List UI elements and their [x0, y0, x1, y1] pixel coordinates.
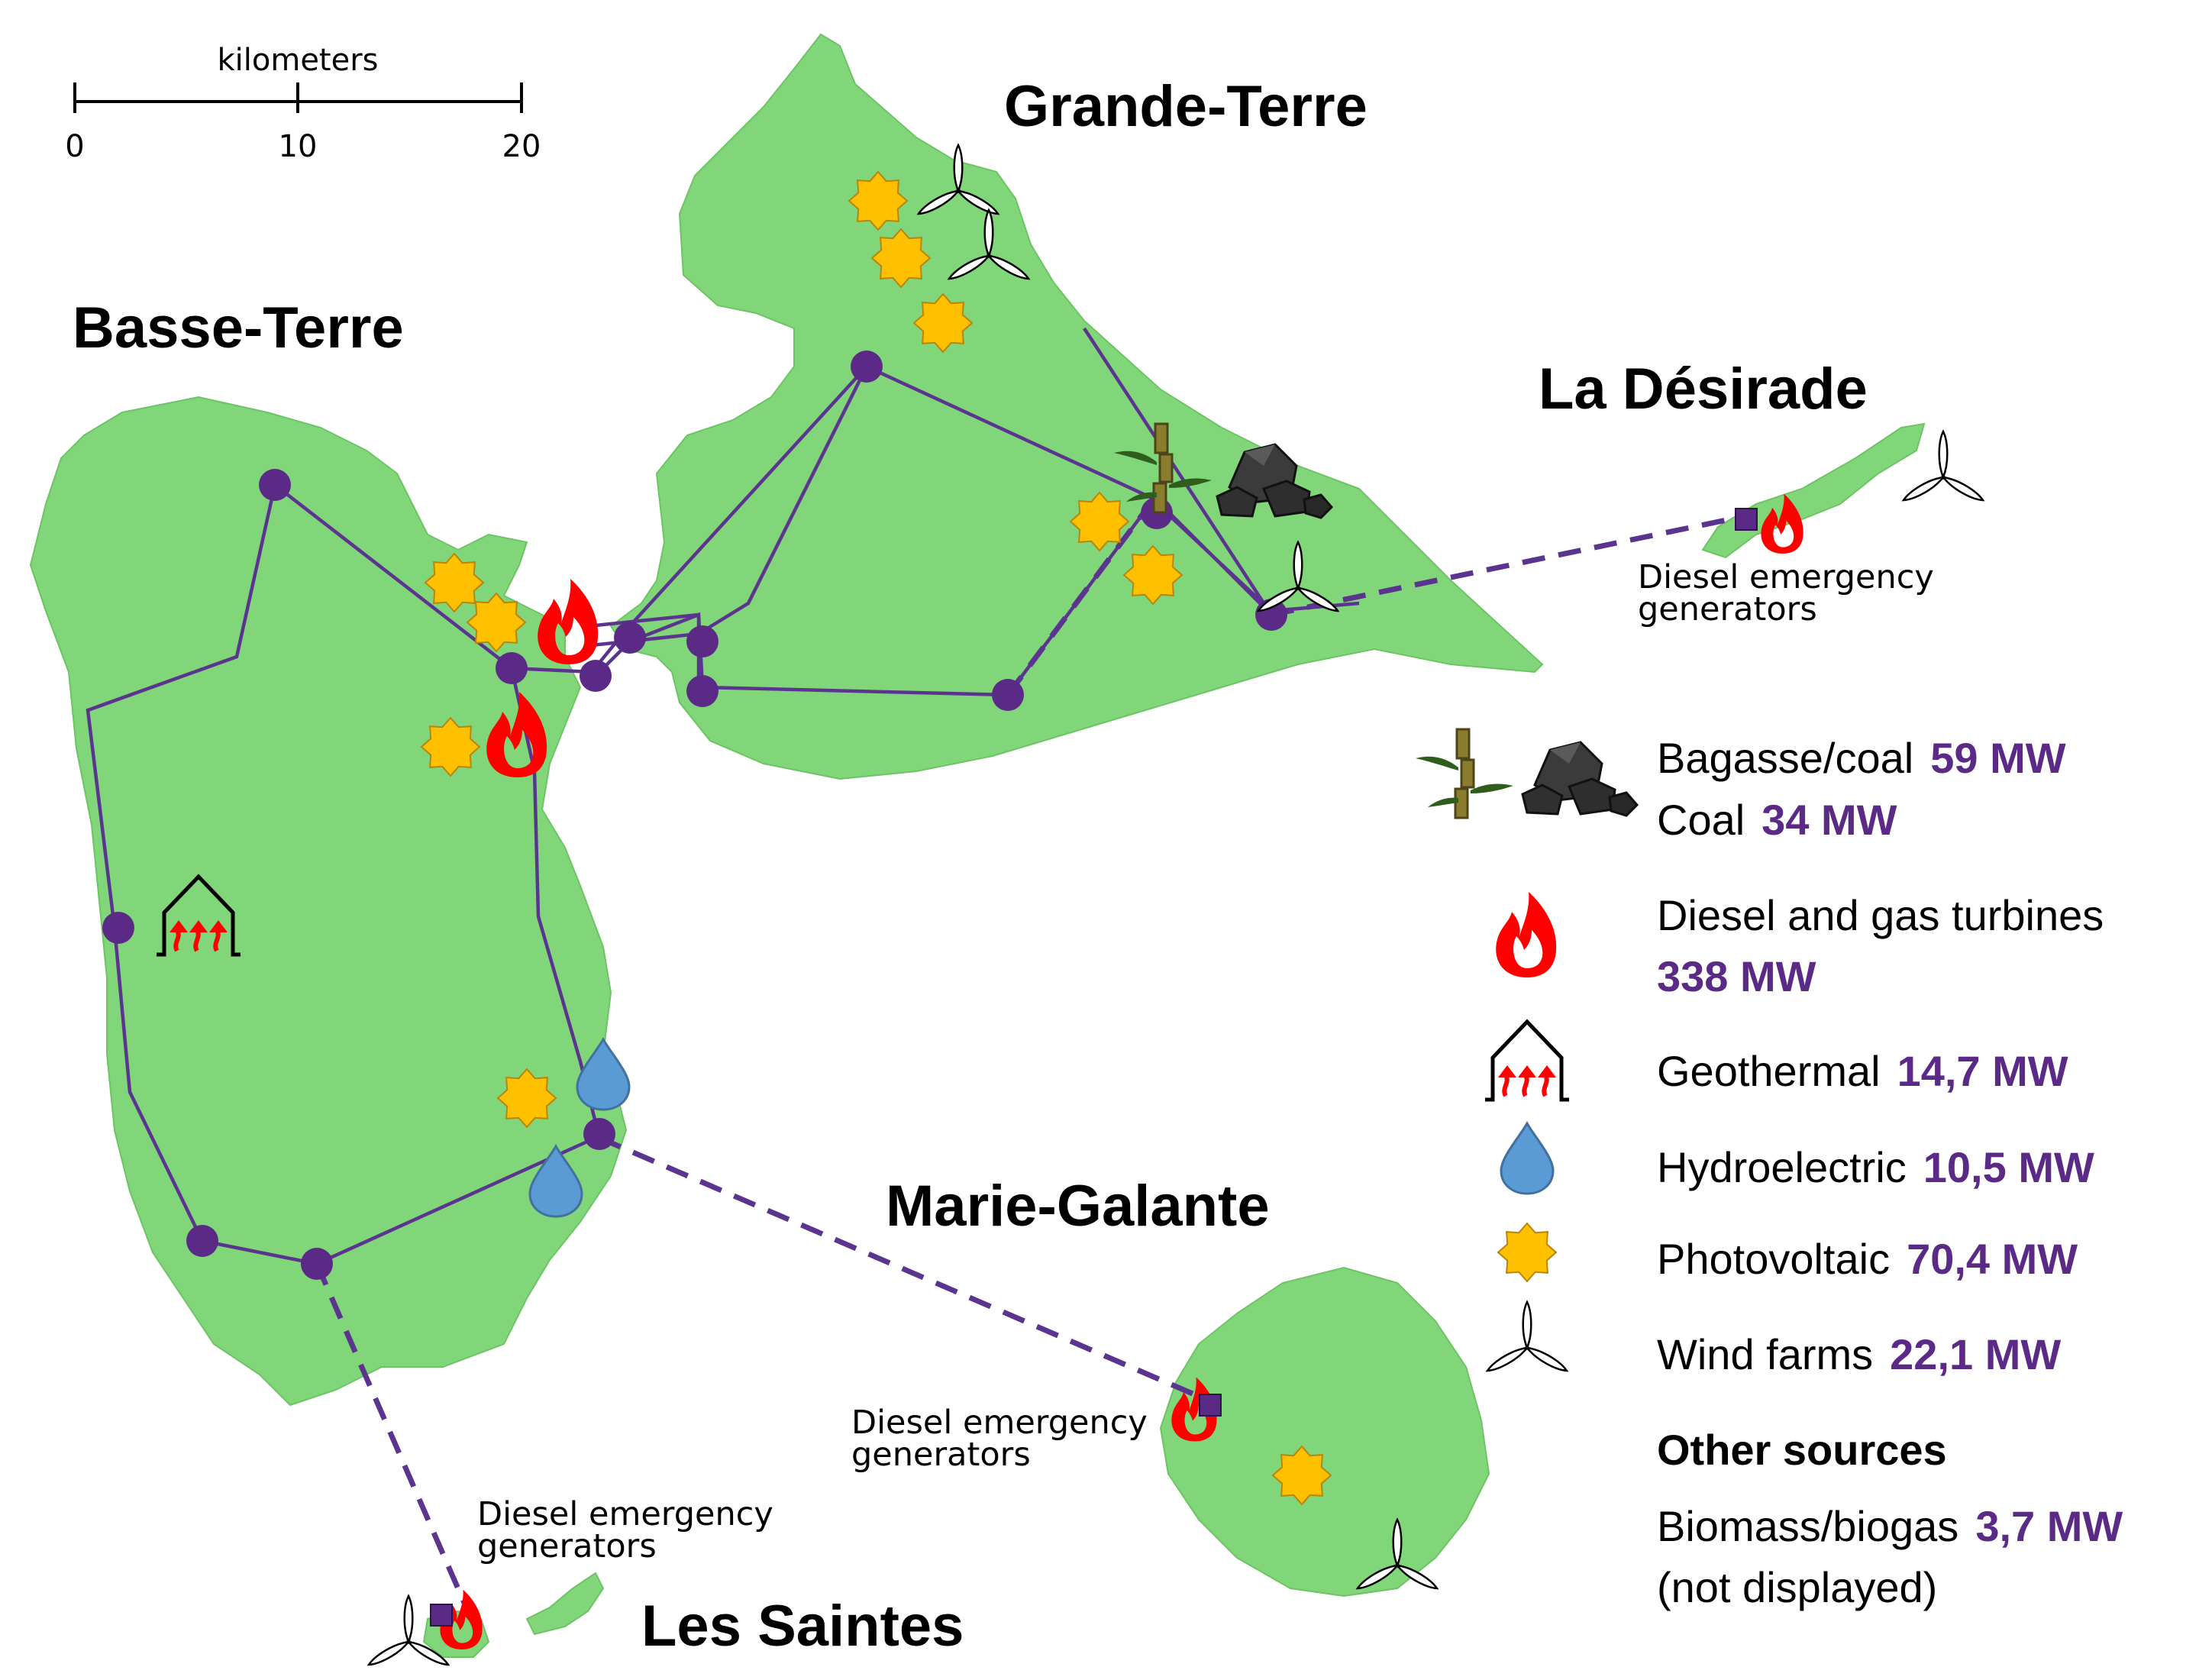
legend-other-heading: Other sources: [1657, 1426, 1947, 1474]
desirade-generators-line2: generators: [1638, 590, 1817, 628]
legend-hydro-icon: [1500, 1122, 1555, 1195]
emergency-generator-square: [1735, 508, 1758, 531]
scale-tick-10: 10: [279, 129, 318, 164]
legend-hydro-value: 10,5 MW: [1923, 1143, 2094, 1191]
emergency-generator-square: [430, 1604, 453, 1627]
legend-wind-value: 22,1 MW: [1890, 1330, 2061, 1378]
desirade-generators-line1: Diesel emergency: [1638, 558, 1934, 596]
legend-flame-icon: [1496, 892, 1557, 977]
island-grande-terre-shape: [609, 33, 1544, 780]
substation-node: [580, 660, 612, 692]
undersea-cables: [314, 498, 1749, 1617]
emergency-generator-square: [1199, 1394, 1222, 1417]
label-la-desirade: La Désirade: [1539, 357, 1868, 422]
substation-node: [186, 1225, 218, 1257]
scale-tick-20: 20: [502, 129, 541, 164]
legend-photovoltaic: Photovoltaic 70,4 MW: [1657, 1235, 2078, 1283]
marie-galante-generators-line2: generators: [851, 1436, 1031, 1474]
legend-biomass-note: (not displayed): [1657, 1563, 1937, 1611]
legend-photovoltaic-icon: [1497, 1223, 1557, 1282]
legend-diesel-label: Diesel and gas turbines: [1657, 891, 2104, 939]
legend-bagasse-coal: Bagasse/coal 59 MW: [1657, 734, 2066, 782]
substation-node: [259, 469, 291, 501]
legend-geothermal: Geothermal 14,7 MW: [1657, 1047, 2068, 1095]
label-les-saintes: Les Saintes: [641, 1594, 964, 1659]
scale-tick-0: 0: [65, 129, 84, 164]
legend-bagasse-icon: [1414, 728, 1515, 819]
legend-diesel-value: 338 MW: [1657, 952, 1816, 1000]
substation-node: [992, 679, 1024, 711]
legend-bagasse-coal-value: 59 MW: [1930, 734, 2065, 782]
photovoltaic-icon: [425, 553, 484, 612]
legend-biomass: Biomass/biogas 3,7 MW: [1657, 1502, 2123, 1550]
substation-node: [686, 675, 718, 707]
legend: Bagasse/coal 59 MW Coal 34 MW Diesel and…: [1414, 728, 2123, 1611]
legend-hydro-label: Hydroelectric: [1657, 1143, 1907, 1191]
legend-photovoltaic-value: 70,4 MW: [1907, 1235, 2078, 1283]
substation-node: [686, 625, 718, 657]
legend-biomass-value: 3,7 MW: [1975, 1502, 2123, 1550]
substation-nodes: [102, 351, 1287, 1280]
legend-wind: Wind farms 22,1 MW: [1657, 1330, 2061, 1378]
substation-node: [851, 351, 883, 383]
island-la-desirade-shape: [1701, 422, 1926, 559]
label-marie-galante: Marie-Galante: [886, 1174, 1270, 1239]
photovoltaic-icon: [913, 293, 973, 353]
substation-node: [583, 1118, 615, 1150]
photovoltaic-icon: [1123, 545, 1183, 605]
marie-galante-generators-line1: Diesel emergency: [851, 1404, 1148, 1442]
scale-title: kilometers: [217, 43, 378, 78]
legend-coal: Coal 34 MW: [1657, 796, 1897, 844]
photovoltaic-icon: [467, 593, 526, 652]
substation-node: [614, 622, 646, 654]
photovoltaic-icon: [848, 171, 908, 231]
photovoltaic-icon: [1272, 1446, 1332, 1505]
scale-bar: kilometers 0 10 20: [65, 43, 541, 164]
legend-biomass-label: Biomass/biogas: [1657, 1502, 1958, 1550]
legend-wind-icon: [1484, 1300, 1570, 1375]
photovoltaic-icon: [421, 717, 480, 777]
legend-coal-icon: [1521, 741, 1639, 817]
legend-geothermal-label: Geothermal: [1657, 1047, 1881, 1095]
saintes-generators-line2: generators: [477, 1527, 657, 1565]
legend-bagasse-coal-label: Bagasse/coal: [1657, 734, 1913, 782]
legend-geothermal-value: 14,7 MW: [1897, 1047, 2068, 1095]
saintes-generators-line1: Diesel emergency: [477, 1495, 773, 1533]
legend-coal-value: 34 MW: [1761, 796, 1897, 844]
photovoltaic-icon: [497, 1068, 557, 1128]
label-basse-terre: Basse-Terre: [73, 296, 404, 360]
flame-icon: [538, 579, 599, 664]
label-grande-terre: Grande-Terre: [1004, 74, 1368, 139]
substation-node: [102, 912, 134, 944]
substation-node: [496, 652, 528, 684]
substation-node: [301, 1248, 333, 1280]
legend-hydro: Hydroelectric 10,5 MW: [1657, 1143, 2094, 1191]
photovoltaic-icon: [1070, 492, 1129, 551]
legend-wind-label: Wind farms: [1657, 1330, 1873, 1378]
island-basse-terre-shape: [29, 396, 628, 1407]
legend-coal-label: Coal: [1657, 796, 1745, 844]
legend-geothermal-icon: [1485, 1022, 1569, 1100]
legend-photovoltaic-label: Photovoltaic: [1657, 1235, 1890, 1283]
photovoltaic-icon: [871, 228, 931, 288]
